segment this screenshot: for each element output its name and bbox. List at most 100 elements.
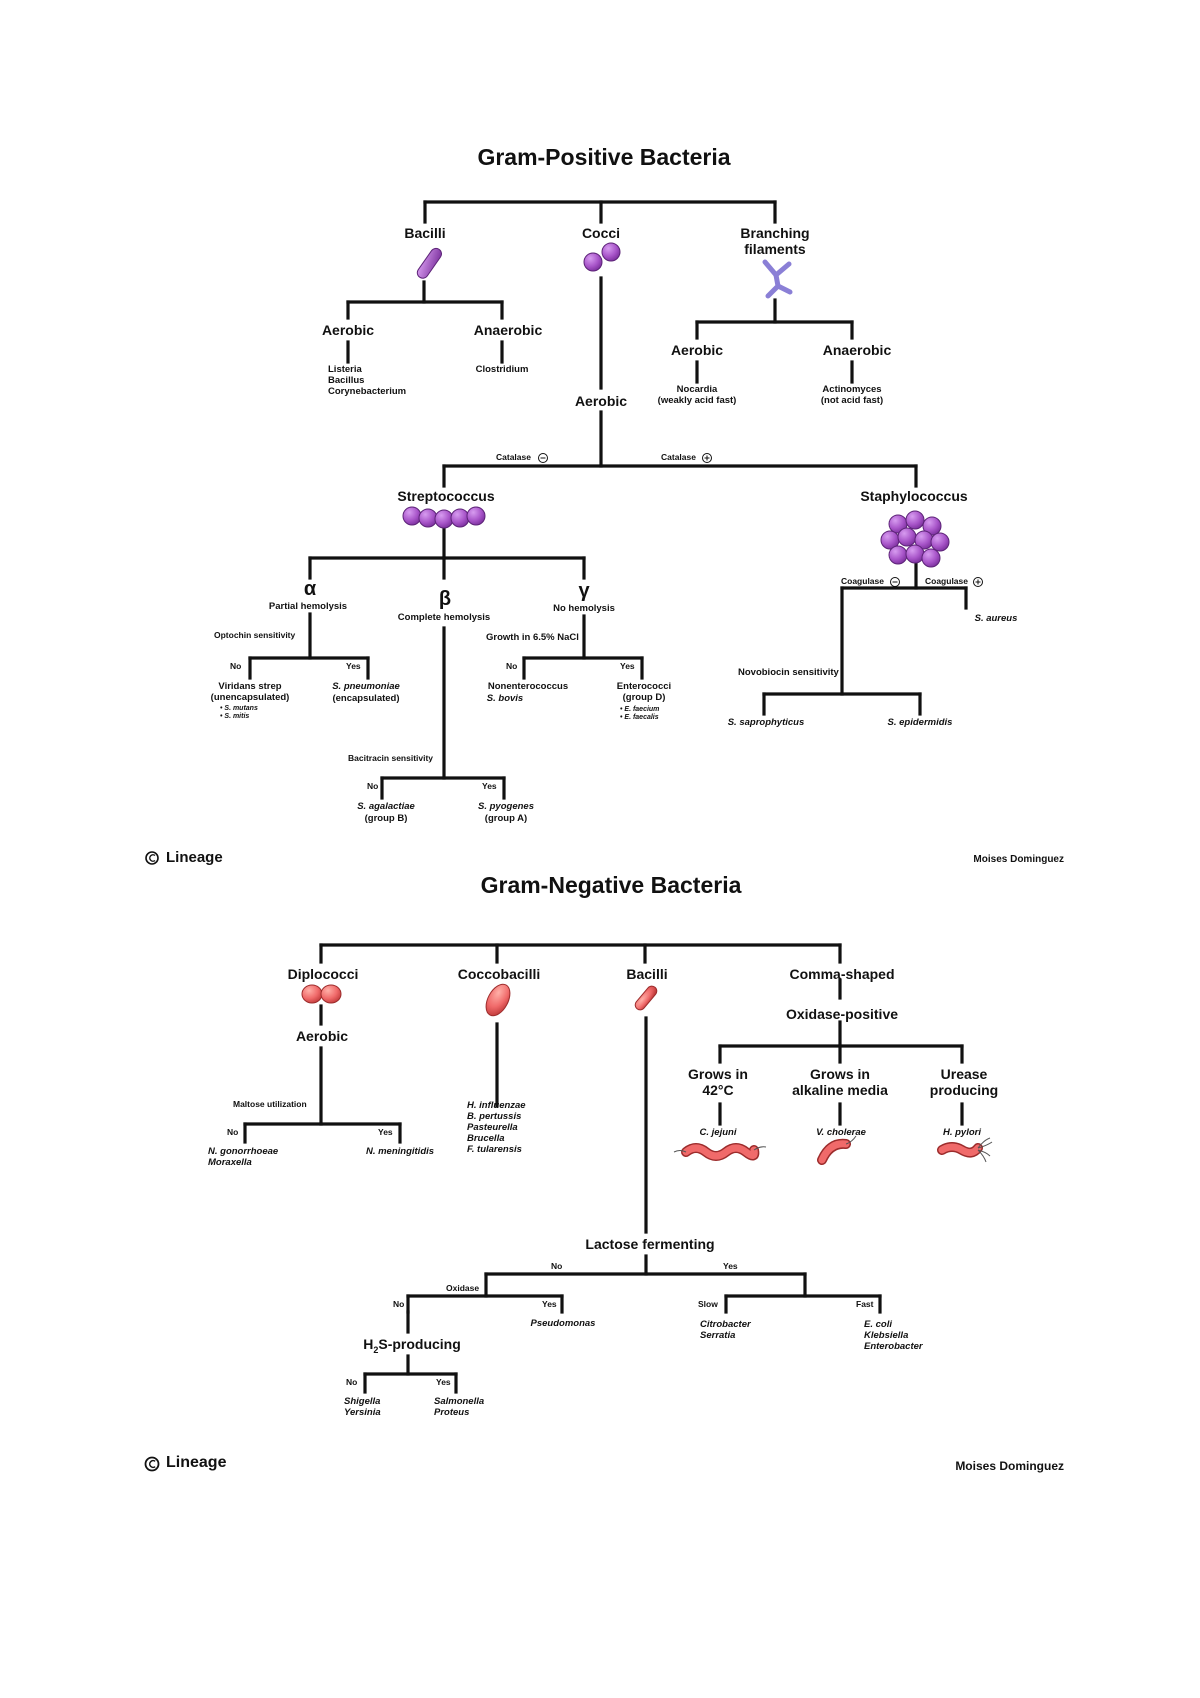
branching-filament-icon [762,259,793,299]
gn-h2s-no: No [346,1377,358,1387]
gn-h2s-yes: Yes [436,1377,451,1387]
gn-oxidase-no: No [393,1299,405,1309]
gram-positive-title: Gram-Positive Bacteria [477,144,731,170]
gn-h2s-producing: H2S-producing [363,1336,461,1355]
gram-negative-title: Gram-Negative Bacteria [480,872,742,898]
gn-urease-result: H. pylori [942,1127,982,1138]
staph-coagulase-positive-result: S. aureus [974,613,1018,624]
gp-catalase-negative: Catalase [496,452,531,462]
alpha-test: Optochin sensitivity [214,630,296,640]
copyright-icon [145,851,159,865]
gp-bacilli-anaerobic-examples: Clostridium [475,364,529,375]
gamma-caption: No hemolysis [553,603,615,614]
gram-negative-lines [243,943,964,1394]
gn-fast-result: E. coli Klebsiella Enterobacter [864,1319,923,1352]
copyright-icon [144,1456,160,1472]
helicobacter-flagella-icon [937,1137,993,1163]
bacillus-cell-icon [416,247,443,279]
gamma-yes: Yes [620,661,635,671]
gamma-no-result-2: S. bovis [486,693,524,704]
gamma-test: Growth in 6.5% NaCl [486,632,579,643]
gp-bacilli-label: Bacilli [404,225,446,241]
beta-caption: Complete hemolysis [397,612,491,623]
gn-maltose-test: Maltose utilization [233,1099,307,1109]
gn-oxidase-test: Oxidase [446,1283,480,1293]
gn-diplococci-aerobic: Aerobic [295,1028,349,1044]
gamma-yes-result: Enterococci (group D) [616,681,672,703]
gn-grows-42-result: C. jejuni [699,1127,737,1138]
alpha-caption: Partial hemolysis [268,601,348,612]
staph-left-result: S. saprophyticus [727,717,805,728]
campylobacter-spiral-icon [673,1143,767,1161]
gn-grows-alkaline: Grows in alkaline media [792,1066,888,1099]
gn-oxidase-yes: Yes [542,1299,557,1309]
gp-bacilli-aerobic-examples: Listeria Bacillus Corynebacterium [328,364,407,397]
staph-coagulase-negative: Coagulase [841,576,884,586]
beta-yes: Yes [482,781,497,791]
gp-staphylococcus-label: Staphylococcus [860,488,968,504]
gn-maltose-no-result: N. gonorrhoeae Moraxella [208,1146,279,1168]
gn-coccobacilli-examples: H. influenzae B. pertussis Pasteurella B… [467,1100,526,1155]
gp-branching-anaerobic-examples: Actinomyces (not acid fast) [820,384,884,406]
gn-oxidase-positive: Oxidase-positive [785,1006,899,1022]
gp-cocci-aerobic: Aerobic [574,393,628,409]
staph-right-result: S. epidermidis [887,717,953,728]
gp-footer-author: Moises Dominguez [973,854,1064,865]
gp-branching-aerobic: Aerobic [670,342,724,358]
alpha-yes-result: S. pneumoniae [332,681,400,692]
alpha-yes: Yes [346,661,361,671]
gram-negative-bacillus-icon [634,985,658,1011]
gn-slow: Slow [698,1299,718,1309]
gamma-no: No [506,661,518,671]
gn-slow-result: Citrobacter Serratia [700,1319,751,1341]
gn-alkaline-result: V. cholerae [816,1127,866,1138]
beta-symbol: β [438,588,452,610]
gn-maltose-no: No [227,1127,239,1137]
gram-positive-lines [248,200,983,800]
coccobacilli-cell-icon [485,983,511,1017]
staph-coagulase-positive: Coagulase [925,576,968,586]
alpha-no-subtypes: • S. mutans • S. mitis [220,705,258,721]
gn-diplococci-label: Diplococci [287,966,359,982]
gp-branching-label: Branching filaments [740,225,810,258]
staph-novobiocin-test: Novobiocin sensitivity [738,667,839,678]
staphylococcus-cluster-icon [880,510,950,568]
gn-lactose-yes: Yes [723,1261,738,1271]
gamma-no-result: Nonenterococcus [487,681,569,692]
gp-branching-aerobic-examples: Nocardia (weakly acid fast) [657,384,737,406]
gn-coccobacilli-label: Coccobacilli [457,966,541,982]
vibrio-comma-icon [817,1135,857,1165]
gp-bacilli-anaerobic: Anaerobic [473,322,543,338]
gn-maltose-yes: Yes [378,1127,393,1137]
gamma-yes-subtypes: • E. faecium • E. faecalis [620,706,660,722]
gn-urease: Urease producing [929,1066,999,1099]
gn-pseudomonas: Pseudomonas [530,1318,596,1329]
cocci-cell-icon [583,242,621,272]
gn-fast: Fast [856,1299,874,1309]
alpha-yes-result-2: (encapsulated) [332,693,400,704]
gn-h2s-no-result: Shigella Yersinia [344,1396,381,1418]
beta-no-result-2: (group B) [364,813,408,824]
alpha-no: No [230,661,242,671]
gn-h2s-yes-result: Salmonella Proteus [434,1396,485,1418]
diplococci-cell-icon [301,984,342,1004]
beta-yes-result-2: (group A) [484,813,528,824]
gn-footer-author: Moises Dominguez [955,1459,1064,1473]
gp-branching-anaerobic: Anaerobic [822,342,892,358]
gp-streptococcus-label: Streptococcus [397,488,495,504]
gn-grows-42: Grows in 42°C [688,1066,748,1099]
gn-lactose-fermenting: Lactose fermenting [585,1236,715,1252]
gamma-symbol: γ [578,580,590,602]
gp-footer-lineage: Lineage [166,849,223,866]
gn-maltose-yes-result: N. meningitidis [365,1146,435,1157]
gp-cocci-label: Cocci [581,225,621,241]
beta-no-result: S. agalactiae [357,801,415,812]
gn-bacilli-label: Bacilli [626,966,668,982]
beta-test: Bacitracin sensitivity [348,753,434,763]
gn-lactose-no: No [551,1261,563,1271]
streptococcus-chain-icon [402,506,486,529]
alpha-symbol: α [303,578,317,600]
gn-footer-lineage: Lineage [166,1454,227,1471]
